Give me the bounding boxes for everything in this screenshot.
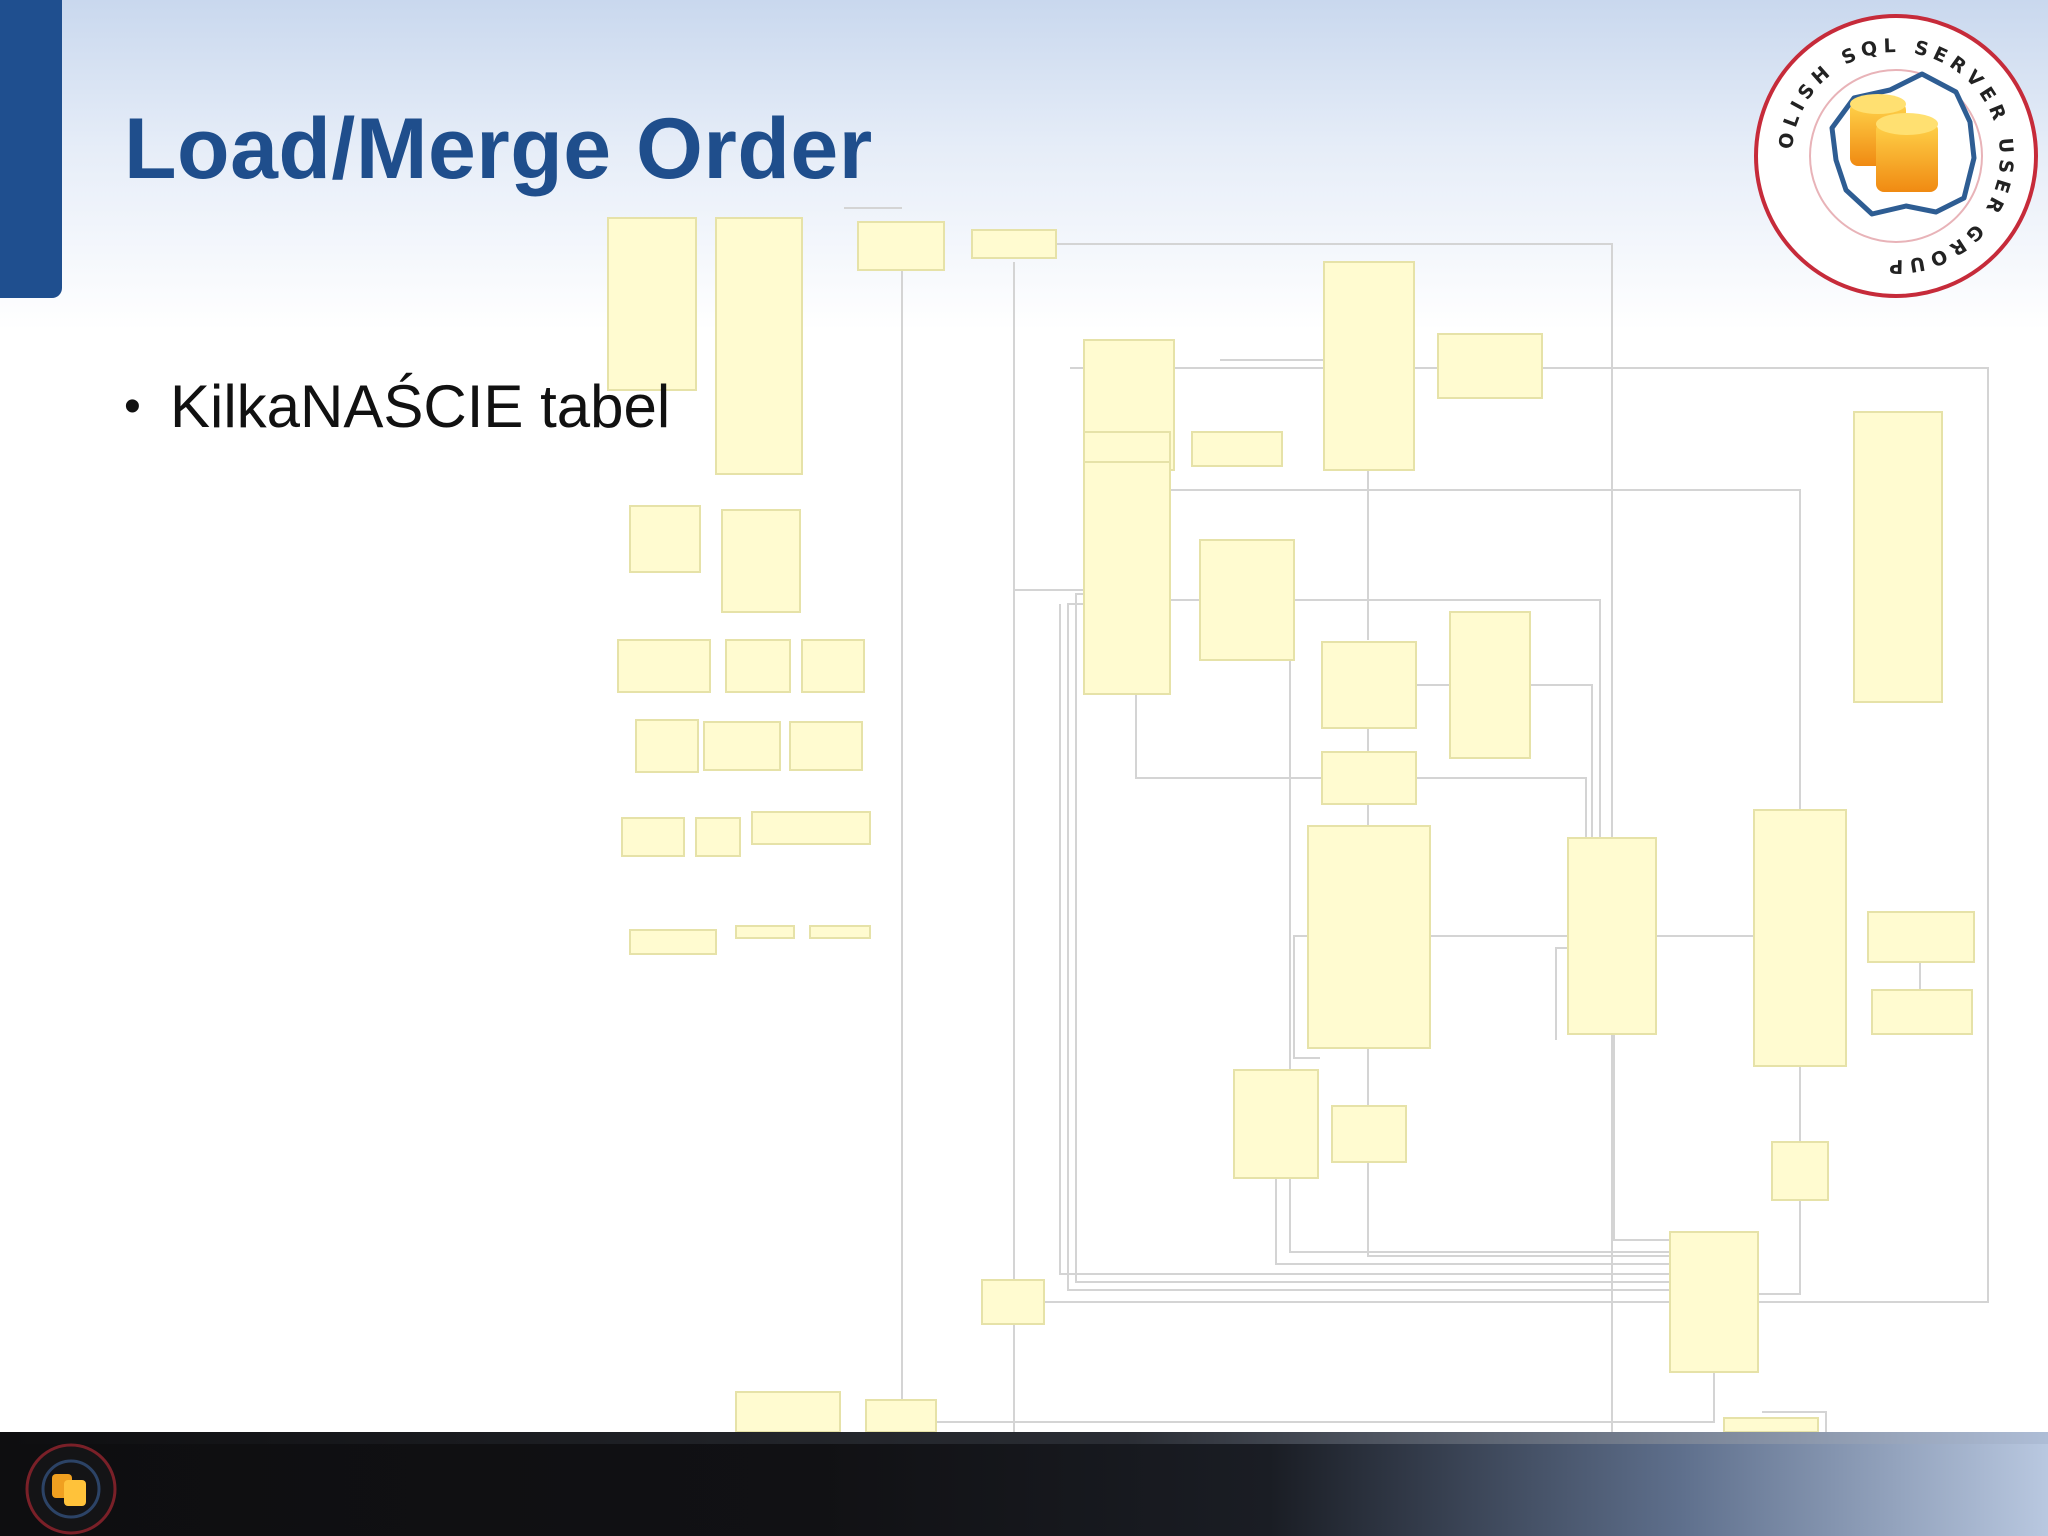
diagram-connector (1013, 262, 1084, 591)
diagram-table-box (1853, 411, 1943, 703)
diagram-table-box (635, 719, 699, 773)
diagram-connector (1024, 243, 1613, 1432)
diagram-table-box (735, 925, 795, 939)
diagram-connector (1275, 1178, 1670, 1265)
bullet-item: • KilkaNAŚCIE tabel (124, 372, 670, 441)
plssug-logo: POLISH SQL SERVER USER GROUP (1750, 10, 2038, 298)
diagram-table-box (1199, 539, 1295, 661)
diagram-table-box (789, 721, 863, 771)
diagram-table-box (1191, 431, 1283, 467)
diagram-connector (1762, 1411, 1827, 1432)
diagram-table-box (1321, 751, 1417, 805)
diagram-table-box (857, 221, 945, 271)
diagram-connector (1367, 1162, 1670, 1257)
header-background (0, 0, 2048, 330)
diagram-connector (1289, 660, 1670, 1253)
database-icon (1850, 94, 1938, 192)
slide-title: Load/Merge Order (124, 101, 873, 197)
diagram-connector (1136, 489, 1801, 810)
diagram-table-box (629, 505, 701, 573)
diagram-table-box (801, 639, 865, 693)
footer-logo (25, 1443, 117, 1535)
diagram-table-box (695, 817, 741, 857)
diagram-connector (1758, 1200, 1801, 1295)
diagram-table-box (703, 721, 781, 771)
diagram-table-box (1083, 431, 1171, 695)
diagram-connector (1070, 367, 1989, 1303)
diagram-table-box (735, 1391, 841, 1432)
diagram-table-box (1437, 333, 1543, 399)
diagram-table-box (1331, 1105, 1407, 1163)
diagram-connector (1170, 599, 1601, 838)
diagram-table-box (971, 229, 1057, 259)
diagram-table-box (1321, 641, 1417, 729)
left-accent-bar (0, 0, 62, 298)
diagram-table-box (1567, 837, 1657, 1035)
diagram-table-box (617, 639, 711, 693)
diagram-table-box (1449, 611, 1531, 759)
diagram-table-box (1771, 1141, 1829, 1201)
diagram-table-box (1723, 1417, 1819, 1432)
diagram-table-box (981, 1279, 1045, 1325)
diagram-connector (1075, 593, 1670, 1283)
diagram-table-box (1871, 989, 1973, 1035)
diagram-table-box (751, 811, 871, 845)
diagram-table-box (621, 817, 685, 857)
diagram-table-box (1083, 431, 1171, 463)
footer-bar (0, 1432, 2048, 1536)
diagram-table-box (1669, 1231, 1759, 1373)
bullet-list: • KilkaNAŚCIE tabel (124, 372, 670, 441)
bullet-text: KilkaNAŚCIE tabel (170, 373, 671, 440)
diagram-table-box (865, 1399, 937, 1432)
diagram-table-box (721, 509, 801, 613)
diagram-table-box (1753, 809, 1847, 1067)
diagram-table-box (1233, 1069, 1319, 1179)
diagram-connector (1067, 603, 1670, 1291)
diagram-connector (1059, 604, 1670, 1275)
poland-map-outline (1829, 71, 1977, 217)
table-dependency-diagram (607, 207, 1989, 1432)
diagram-table-box (809, 925, 871, 939)
diagram-table-box (725, 639, 791, 693)
diagram-table-box (607, 217, 697, 391)
diagram-table-box (1307, 825, 1431, 1049)
diagram-table-box (629, 929, 717, 955)
diagram-table-box (1867, 911, 1975, 963)
diagram-connector (1293, 935, 1320, 1059)
diagram-table-box (1323, 261, 1415, 471)
diagram-table-box (715, 217, 803, 475)
diagram-connector (936, 1372, 1715, 1423)
bullet-marker: • (124, 380, 141, 433)
